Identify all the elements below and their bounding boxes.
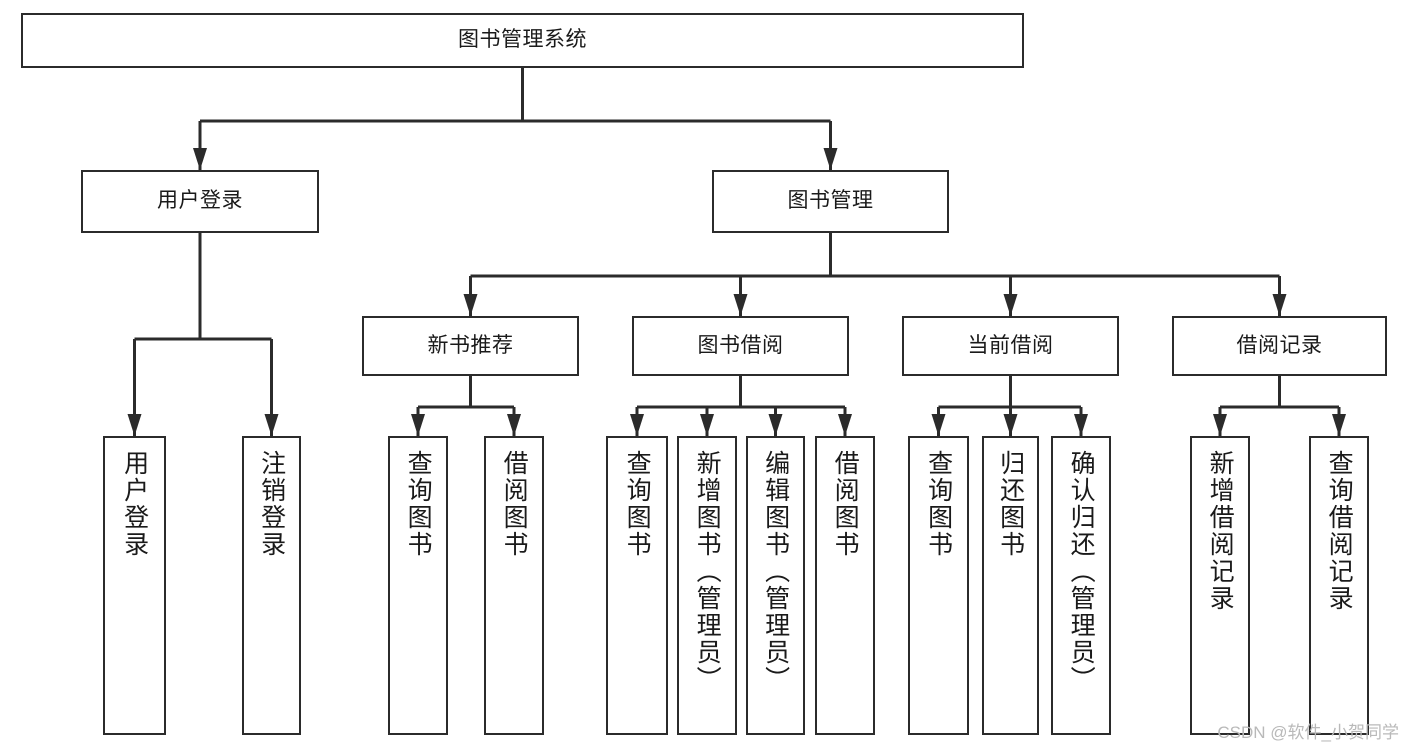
node-leaf-query-book-1[interactable]: 查询图书 <box>388 436 448 735</box>
node-current-borrow[interactable]: 当前借阅 <box>902 316 1119 376</box>
node-leaf-borrow-book-2[interactable]: 借阅图书 <box>815 436 875 735</box>
node-leaf-borrow-book-2-label: 借阅图书 <box>831 450 860 558</box>
node-leaf-user-login[interactable]: 用户登录 <box>103 436 166 735</box>
node-leaf-user-login-label: 用户登录 <box>120 450 149 558</box>
node-leaf-query-book-2[interactable]: 查询图书 <box>606 436 668 735</box>
node-new-book-rec[interactable]: 新书推荐 <box>362 316 579 376</box>
node-leaf-edit-book[interactable]: 编辑图书（管理员） <box>746 436 805 735</box>
node-book-manage-label: 图书管理 <box>787 189 874 213</box>
node-new-book-rec-label: 新书推荐 <box>427 333 514 357</box>
node-leaf-add-record-label: 新增借阅记录 <box>1206 450 1235 612</box>
node-book-manage[interactable]: 图书管理 <box>712 170 949 233</box>
node-leaf-logout[interactable]: 注销登录 <box>242 436 301 735</box>
node-user-login-label: 用户登录 <box>157 189 243 213</box>
node-leaf-confirm-return-label: 确认归还（管理员） <box>1067 450 1096 693</box>
node-root-system[interactable]: 图书管理系统 <box>21 13 1024 68</box>
node-leaf-query-book-2-label: 查询图书 <box>623 450 652 558</box>
node-leaf-add-book-label: 新增图书（管理员） <box>693 450 722 693</box>
node-leaf-confirm-return[interactable]: 确认归还（管理员） <box>1051 436 1111 735</box>
node-leaf-borrow-book-1[interactable]: 借阅图书 <box>484 436 544 735</box>
node-leaf-add-book[interactable]: 新增图书（管理员） <box>677 436 737 735</box>
node-borrow-record[interactable]: 借阅记录 <box>1172 316 1387 376</box>
node-leaf-add-record[interactable]: 新增借阅记录 <box>1190 436 1250 735</box>
node-current-borrow-label: 当前借阅 <box>967 333 1054 357</box>
node-root-system-label: 图书管理系统 <box>458 28 587 52</box>
node-leaf-borrow-book-1-label: 借阅图书 <box>500 450 529 558</box>
node-leaf-return-book[interactable]: 归还图书 <box>982 436 1039 735</box>
node-leaf-logout-label: 注销登录 <box>257 450 286 558</box>
node-book-borrow-label: 图书借阅 <box>697 333 784 357</box>
node-book-borrow[interactable]: 图书借阅 <box>632 316 849 376</box>
node-leaf-return-book-label: 归还图书 <box>996 450 1025 558</box>
node-leaf-query-record[interactable]: 查询借阅记录 <box>1309 436 1369 735</box>
node-borrow-record-label: 借阅记录 <box>1236 333 1323 357</box>
node-leaf-edit-book-label: 编辑图书（管理员） <box>761 450 790 693</box>
node-leaf-query-book-3[interactable]: 查询图书 <box>908 436 969 735</box>
csdn-watermark: CSDN @软件_小贺同学 <box>1217 723 1399 742</box>
node-leaf-query-record-label: 查询借阅记录 <box>1325 450 1354 612</box>
node-user-login[interactable]: 用户登录 <box>81 170 319 233</box>
node-leaf-query-book-3-label: 查询图书 <box>924 450 953 558</box>
node-leaf-query-book-1-label: 查询图书 <box>404 450 433 558</box>
